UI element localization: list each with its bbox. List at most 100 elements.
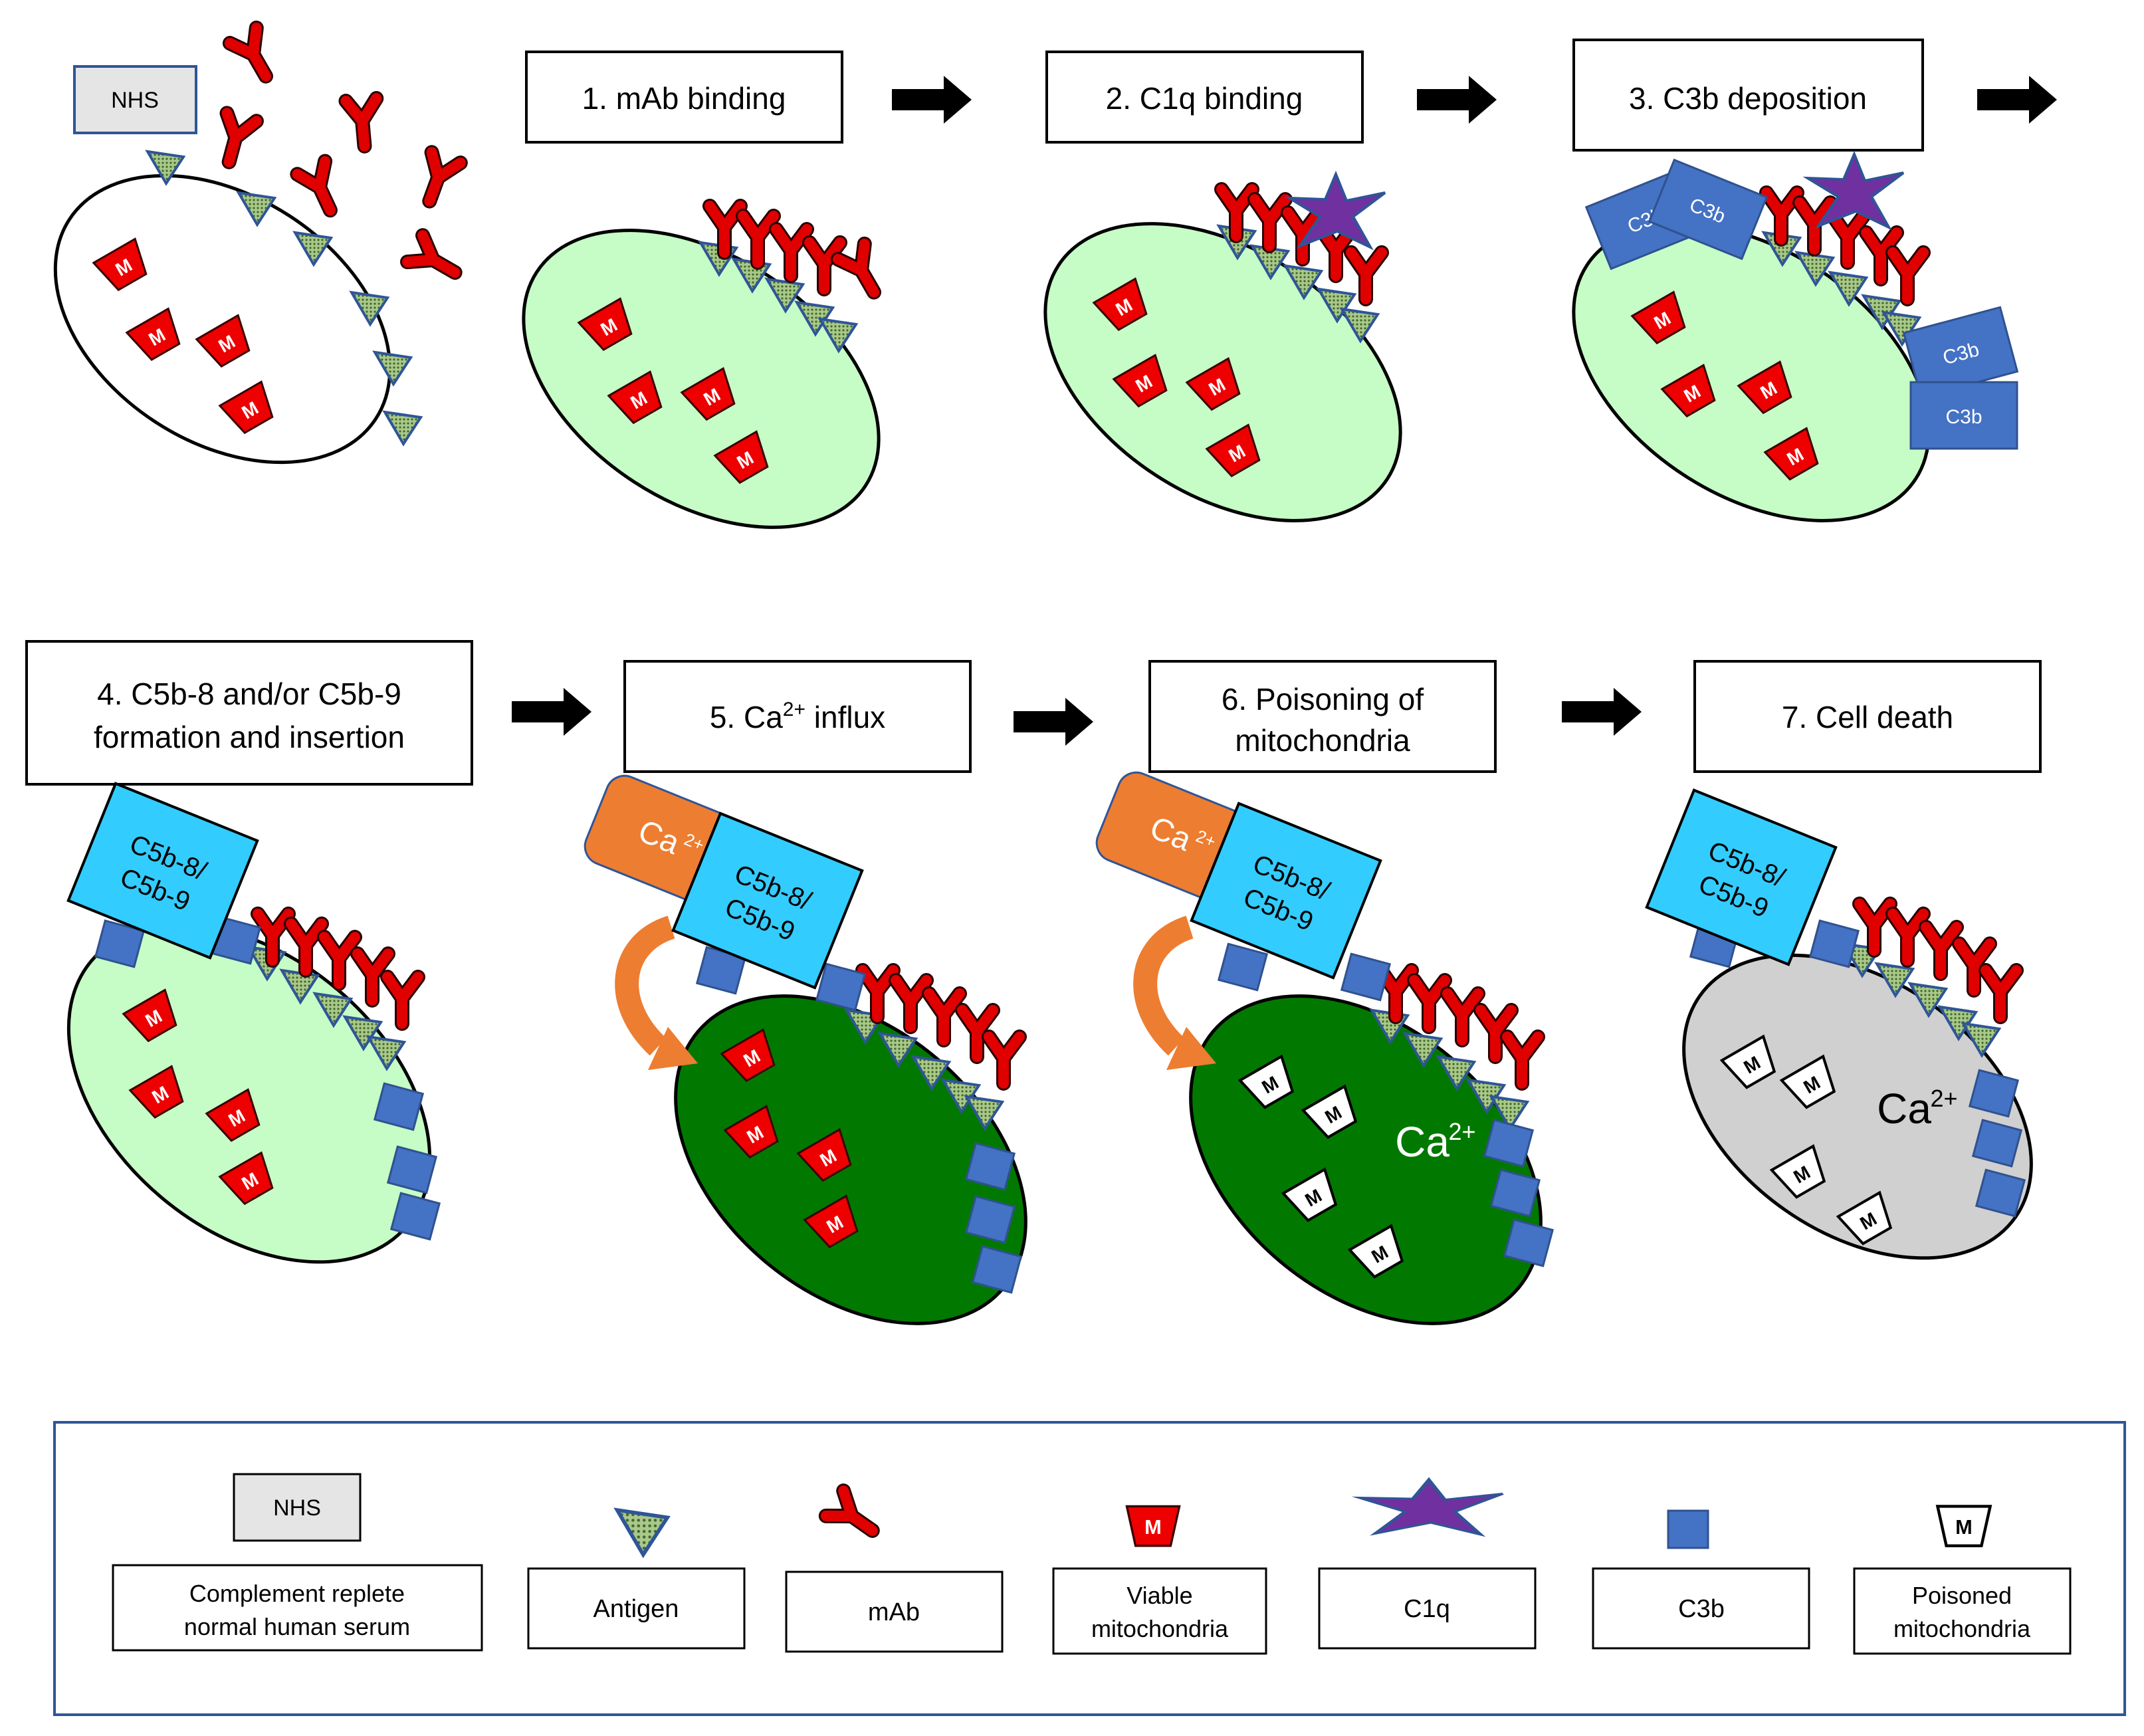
arrow-right-icon xyxy=(1977,76,2057,124)
viable-mito-icon: M xyxy=(1764,427,1826,485)
svg-text:mitochondria: mitochondria xyxy=(1091,1615,1229,1642)
legend-label-box xyxy=(1592,1567,1810,1650)
mab-icon xyxy=(1893,914,1923,960)
legend-item-viable-mito: M Viable mitochondria xyxy=(1052,1505,1267,1655)
mab-icon xyxy=(1507,1037,1538,1083)
poisoned-mito-icon: M xyxy=(1780,1055,1843,1113)
viable-mito-icon: M xyxy=(578,297,639,355)
mab-icon xyxy=(1833,216,1864,263)
c1q-icon xyxy=(1351,1477,1504,1537)
poisoned-mito-icon: M xyxy=(1238,1055,1301,1113)
legend-item-poisoned-mito: M Poisoned mitochondria xyxy=(1853,1506,2072,1655)
step5-label: 5. Ca2+ influx xyxy=(710,699,885,734)
c3b-icon xyxy=(1340,952,1391,1002)
legend-item-mab: mAb xyxy=(785,1491,1004,1653)
poisoned-mito-icon: M xyxy=(1348,1224,1411,1283)
mab-icon xyxy=(346,98,380,148)
mac-complex: C5b-8/ C5b-9 xyxy=(66,782,259,960)
step7-box xyxy=(1693,660,2042,773)
svg-text:Antigen: Antigen xyxy=(593,1595,679,1623)
svg-text:Complement replete: Complement replete xyxy=(189,1580,405,1607)
mab-icon xyxy=(776,229,807,276)
mito-group: M M M M xyxy=(92,237,280,438)
svg-text:2+: 2+ xyxy=(1930,1085,1957,1112)
poisoned-mito-icon: M xyxy=(1720,1035,1783,1093)
step4-box xyxy=(25,640,473,786)
svg-text:mitochondria: mitochondria xyxy=(1893,1615,2031,1642)
legend-label-box xyxy=(785,1571,1004,1653)
svg-text:C1q: C1q xyxy=(1404,1595,1450,1623)
c3b-block: C3b xyxy=(1909,381,2018,450)
nhs-label: NHS xyxy=(111,88,159,113)
step4-panel: 4. C5b-8 and/or C5b-9 formation and inse… xyxy=(25,640,591,1264)
step1-label: 1. mAb binding xyxy=(582,81,786,116)
svg-text:NHS: NHS xyxy=(273,1495,321,1521)
viable-mito-icon: M xyxy=(720,1028,782,1086)
legend: NHS Complement replete normal human seru… xyxy=(53,1421,2126,1716)
mito-group: M M M M xyxy=(720,1028,865,1252)
step4-line1: 4. C5b-8 and/or C5b-9 xyxy=(97,677,401,711)
mito-group: M M M M xyxy=(1238,1055,1411,1283)
mab-icon xyxy=(387,977,418,1024)
step2-box xyxy=(1045,51,1364,144)
svg-text:Poisoned: Poisoned xyxy=(1912,1582,2012,1609)
c3b-group: C3b C3b C3b C3b xyxy=(1584,158,2019,450)
mab-icon xyxy=(743,216,774,263)
viable-mito-icon: M xyxy=(1631,290,1693,348)
calcium-influx-arrow xyxy=(1133,915,1194,1056)
poisoned-mito-icon: M xyxy=(1770,1144,1833,1203)
viable-mito-icon: M xyxy=(126,307,187,365)
c3b-icon xyxy=(1218,942,1268,992)
intracellular-calcium-label: Ca 2+ xyxy=(1395,1118,1475,1166)
cell xyxy=(1189,994,1543,1325)
untreated-cell xyxy=(53,173,392,465)
mab-icon xyxy=(838,244,888,300)
step5-box xyxy=(623,660,972,773)
legend-item-c1q: C1q xyxy=(1318,1477,1537,1650)
step3-panel: 3. C3b deposition C3b C3b C3b C3b M M M … xyxy=(1572,39,2057,522)
viable-mito-icon: M xyxy=(1206,423,1267,481)
viable-mito-icon: M xyxy=(1113,354,1174,411)
arrow-right-icon xyxy=(892,76,972,124)
poisoned-mito-icon: M xyxy=(1301,1085,1364,1143)
arrow-right-icon xyxy=(512,688,591,736)
nhs-icon xyxy=(233,1473,362,1542)
viable-mito-icon: M xyxy=(714,430,776,488)
antigen-icon xyxy=(383,411,422,445)
svg-text:normal human serum: normal human serum xyxy=(184,1613,410,1640)
mab-icon xyxy=(929,994,960,1040)
mab-icon xyxy=(896,980,926,1027)
mab-icon xyxy=(1447,994,1478,1040)
mab-icon xyxy=(1893,253,1923,299)
viable-mito-icon: M xyxy=(1125,1505,1181,1547)
svg-text:C3b: C3b xyxy=(1945,406,1982,428)
mab-icon xyxy=(1986,970,2016,1017)
step6-panel: 6. Poisoning of mitochondria Ca 2+ C5b-8… xyxy=(1095,660,1642,1325)
viable-mito-icon: M xyxy=(205,1088,267,1146)
mac-complex: C5b-8/ C5b-9 xyxy=(1190,802,1382,980)
legend-item-c3b: C3b xyxy=(1592,1509,1810,1650)
arrow-head-icon xyxy=(648,1027,698,1070)
viable-mito-icon: M xyxy=(797,1128,859,1186)
svg-text:M: M xyxy=(1144,1515,1162,1539)
viable-mito-icon: M xyxy=(122,988,184,1046)
legend-item-nhs: NHS Complement replete normal human seru… xyxy=(112,1473,483,1652)
viable-mito-icon: M xyxy=(724,1105,786,1162)
arrow-right-icon xyxy=(1417,76,1497,124)
step6-line2: mitochondria xyxy=(1235,723,1410,758)
mab-icon xyxy=(215,113,257,166)
mab-icon xyxy=(1860,904,1890,950)
svg-text:Ca: Ca xyxy=(1877,1085,1931,1133)
mab-icon xyxy=(297,162,344,217)
legend-label-box xyxy=(112,1564,483,1652)
svg-text:mAb: mAb xyxy=(868,1598,920,1626)
mab-icon xyxy=(324,937,355,984)
viable-mito-icon: M xyxy=(129,1065,191,1123)
viable-mito-icon: M xyxy=(1737,360,1799,418)
step5-panel: 5. Ca2+ influx Ca 2+ C5b-8/ C5b-9 M xyxy=(584,660,1093,1325)
mito-group: M M M M xyxy=(122,988,280,1209)
step2-panel: 2. C1q binding M M M M xyxy=(1043,51,1497,522)
legend-item-antigen: Antigen xyxy=(527,1510,746,1650)
step6-box xyxy=(1148,660,1497,773)
mab-icon xyxy=(407,235,463,285)
